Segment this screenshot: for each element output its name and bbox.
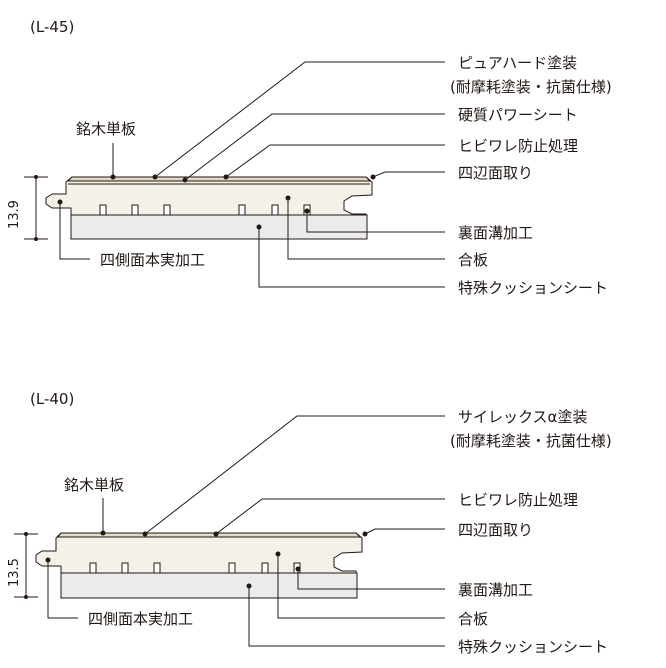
thickness-dimension: 13.9 [7, 175, 48, 241]
product-code: (L-45) [30, 18, 74, 36]
label-crack-prevention: ヒビワレ防止処理 [458, 491, 578, 509]
veneer-layer [57, 532, 362, 538]
diagram-l45: (L-45) 13.9 ピュアハード塗装 (耐摩耗塗装・抗菌仕様) [7, 18, 612, 297]
panel-cross-section [45, 176, 373, 240]
cushion-layer [60, 572, 358, 599]
label-hard-sheet: 硬質パワーシート [458, 106, 578, 124]
label-plywood: 合板 [458, 610, 488, 628]
panel-cross-section [35, 532, 363, 599]
cushion-layer [70, 214, 368, 240]
label-cushion-sheet: 特殊クッションシート [458, 638, 608, 656]
plywood-core [45, 176, 373, 216]
label-four-side-joint: 四側面本実加工 [88, 610, 193, 628]
label-four-side-chamfer: 四辺面取り [458, 164, 533, 182]
label-coating: ピュアハード塗装 [458, 54, 577, 72]
thickness-value: 13.5 [7, 558, 22, 587]
label-cushion-sheet: 特殊クッションシート [458, 279, 608, 297]
thickness-dimension: 13.5 [7, 532, 38, 599]
label-veneer: 銘木単板 [64, 476, 124, 494]
label-coating-note: (耐摩耗塗装・抗菌仕様) [450, 432, 612, 450]
diagram-l40: (L-40) 13.5 サイレックスα塗装 (耐摩耗塗装・抗菌仕様) [7, 390, 612, 656]
label-coating-note: (耐摩耗塗装・抗菌仕様) [450, 78, 612, 96]
label-plywood: 合板 [458, 251, 488, 269]
label-four-side-joint: 四側面本実加工 [100, 251, 205, 269]
product-code: (L-40) [30, 390, 74, 408]
thickness-value: 13.9 [7, 200, 22, 229]
label-back-groove: 裏面溝加工 [458, 581, 533, 599]
plywood-core [35, 532, 363, 574]
label-veneer: 銘木単板 [76, 120, 136, 138]
label-coating: サイレックスα塗装 [458, 408, 587, 426]
label-four-side-chamfer: 四辺面取り [458, 521, 533, 539]
label-crack-prevention: ヒビワレ防止処理 [458, 137, 578, 155]
label-back-groove: 裏面溝加工 [458, 224, 533, 242]
veneer-layer [66, 176, 372, 182]
